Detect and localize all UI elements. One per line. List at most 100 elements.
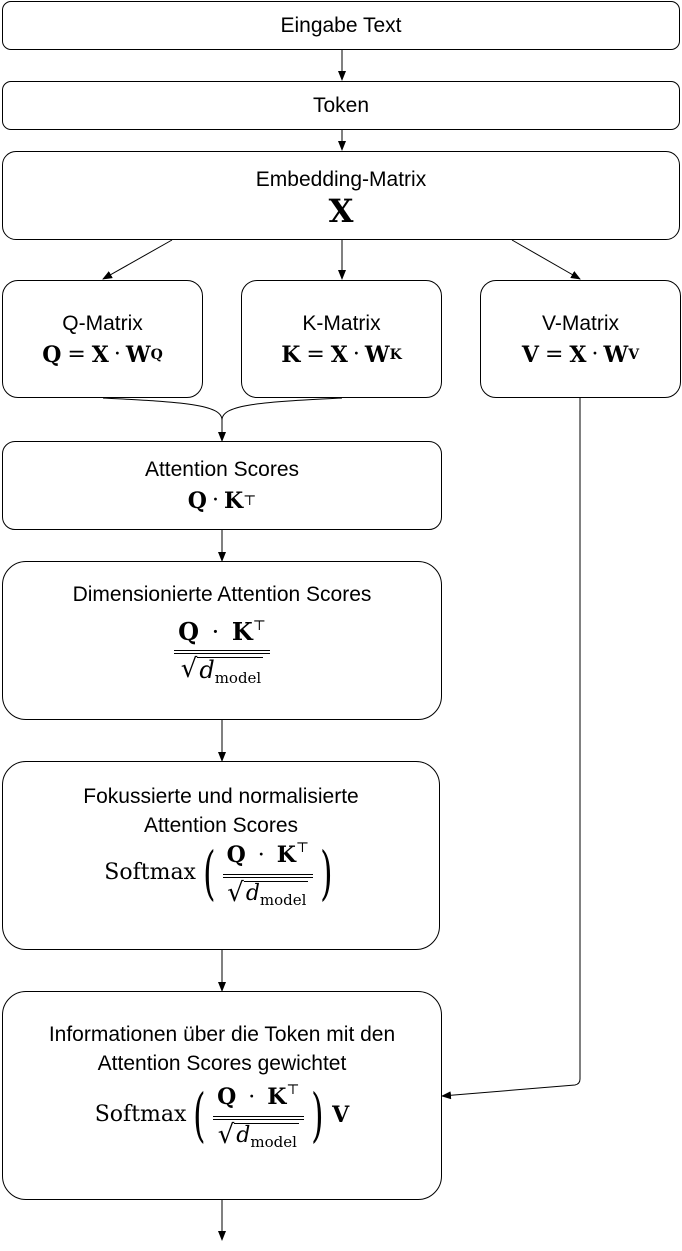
weighted-k: K xyxy=(267,1084,287,1110)
softmax-d: d xyxy=(245,881,260,906)
weighted-transpose: ⊤ xyxy=(286,1082,300,1098)
scaled-transpose: ⊤ xyxy=(252,618,266,634)
k-lhs: K xyxy=(281,341,301,368)
scaled-sqrt: √ dmodel xyxy=(180,654,264,686)
arrow-k-to-scores xyxy=(221,397,343,421)
attention-scores-node: Attention Scores Q · K⊤ xyxy=(2,441,442,530)
input-text-label: Eingabe Text xyxy=(280,14,402,37)
v-equals: = xyxy=(544,341,564,367)
softmax-fraction-bar xyxy=(222,874,314,878)
weighted-denominator: √ dmodel xyxy=(217,1120,299,1151)
embedding-symbol-x: X xyxy=(328,192,354,230)
weighted-radical: √ xyxy=(217,1120,235,1150)
arrow-v-to-weighted xyxy=(441,398,581,1100)
scaled-dot: · xyxy=(211,618,220,646)
softmax-numerator: Q · K⊤ xyxy=(223,840,313,873)
softmax-sqrt: √ dmodel xyxy=(227,878,309,909)
weighted-d-subscript: model xyxy=(250,1133,297,1151)
scores-q: Q xyxy=(187,488,207,514)
softmax-lparen: ( xyxy=(203,839,216,907)
weighted-fraction-bar xyxy=(213,1116,304,1120)
weighted-fn: Softmax xyxy=(94,1102,187,1127)
softmax-d-subscript: model xyxy=(259,891,307,909)
softmax-fraction: Q · K⊤ √ dmodel xyxy=(222,840,314,909)
softmax-radicand: dmodel xyxy=(243,881,309,909)
v-x: X xyxy=(569,341,587,368)
q-lhs: Q xyxy=(42,341,62,368)
weighted-v: V xyxy=(332,1102,350,1128)
weighted-dot: · xyxy=(248,1085,256,1110)
softmax-label-line1: Fokussierte und normalisierte xyxy=(83,785,359,808)
k-w: W xyxy=(364,341,390,368)
weighted-radicand: dmodel xyxy=(234,1123,299,1151)
softmax-label-line2: Attention Scores xyxy=(143,814,299,837)
scaled-attention-scores-node: Dimensionierte Attention Scores Q · K⊤ √… xyxy=(2,561,442,720)
scaled-q: Q xyxy=(178,617,199,646)
scaled-fraction-bar xyxy=(174,650,270,654)
softmax-dot: · xyxy=(257,843,265,868)
k-equals: = xyxy=(306,341,325,367)
q-matrix-label: Q-Matrix xyxy=(62,311,143,335)
scaled-radicand: dmodel xyxy=(197,656,264,686)
scaled-attention-scores-formula: Q · K⊤ √ dmodel xyxy=(172,617,272,686)
arrow-embedding-to-v xyxy=(511,239,581,280)
softmax-rparen: ) xyxy=(320,839,333,907)
weighted-sqrt: √ dmodel xyxy=(217,1120,299,1151)
scores-k: K xyxy=(223,488,244,514)
embedding-matrix-label: Embedding-Matrix xyxy=(255,168,427,191)
scaled-d: d xyxy=(199,656,215,684)
v-dot: · xyxy=(591,341,599,367)
scaled-numerator: Q · K⊤ xyxy=(174,617,270,649)
softmax-fn: Softmax xyxy=(104,860,196,885)
scaled-attention-scores-label: Dimensionierte Attention Scores xyxy=(72,583,372,606)
q-w: W xyxy=(125,341,151,368)
weighted-numerator: Q · K⊤ xyxy=(213,1082,303,1115)
v-matrix-label: V-Matrix xyxy=(541,311,619,335)
scaled-fraction: Q · K⊤ √ dmodel xyxy=(174,617,270,686)
softmax-formula: Softmax ( Q · K⊤ √ dmodel ) xyxy=(104,839,337,909)
weighted-rparen: ) xyxy=(310,1081,324,1149)
softmax-k: K xyxy=(276,842,296,868)
scaled-k: K xyxy=(231,617,253,646)
q-x: X xyxy=(91,341,109,368)
embedding-matrix-node: Embedding-Matrix X xyxy=(2,151,680,240)
softmax-attention-node: Fokussierte und normalisierte Attention … xyxy=(2,761,440,950)
softmax-radical: √ xyxy=(227,878,244,908)
weighted-label-line2: Attention Scores gewichtet xyxy=(97,1052,347,1075)
embedding-matrix-formula: X xyxy=(329,194,354,228)
softmax-denominator: √ dmodel xyxy=(227,878,309,909)
weighted-label-line1: Informationen über die Token mit den xyxy=(48,1023,396,1046)
k-dot: · xyxy=(352,341,360,367)
v-w: W xyxy=(603,341,629,368)
token-label: Token xyxy=(312,94,370,117)
attention-scores-label: Attention Scores xyxy=(144,458,300,481)
arrow-embedding-to-q xyxy=(102,239,173,280)
softmax-transpose: ⊤ xyxy=(295,840,310,856)
scaled-d-subscript: model xyxy=(214,669,262,687)
attention-scores-formula: Q · K⊤ xyxy=(187,488,257,514)
arrow-q-to-scores xyxy=(102,397,226,442)
input-text-node: Eingabe Text xyxy=(2,1,680,50)
k-matrix-label: K-Matrix xyxy=(302,311,381,335)
scaled-radical: √ xyxy=(180,654,198,684)
scaled-denominator: √ dmodel xyxy=(180,654,264,686)
k-x: X xyxy=(330,341,348,368)
weighted-q: Q xyxy=(217,1084,237,1110)
token-node: Token xyxy=(2,81,680,130)
q-equals: = xyxy=(67,341,86,367)
scores-dot: · xyxy=(211,488,219,513)
weighted-fraction: Q · K⊤ √ dmodel xyxy=(213,1082,304,1151)
v-lhs: V xyxy=(521,341,539,368)
softmax-q: Q xyxy=(226,842,246,868)
weighted-d: d xyxy=(236,1123,251,1148)
q-dot: · xyxy=(113,341,121,367)
weighted-formula: Softmax ( Q · K⊤ √ dmodel ) V xyxy=(94,1081,350,1151)
